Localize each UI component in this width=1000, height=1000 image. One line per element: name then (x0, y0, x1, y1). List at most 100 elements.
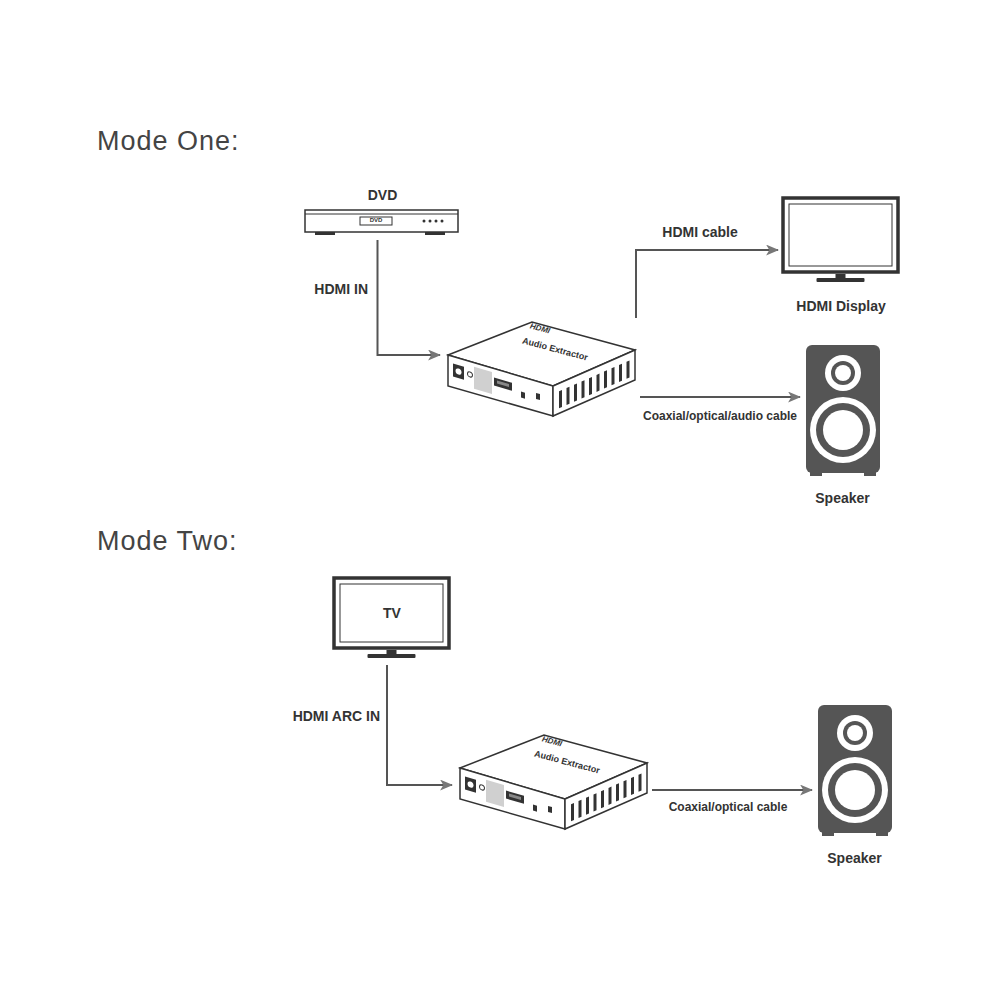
switch (548, 806, 552, 813)
vent-slot (571, 803, 574, 821)
cable-label: Coaxial/optical/audio cable (641, 409, 799, 423)
cable-connector (640, 396, 800, 398)
cable-label: HDMI ARC IN (291, 708, 382, 724)
mode-heading: Mode Two: (97, 526, 238, 557)
housing-side (553, 350, 635, 416)
vent-slot (589, 377, 592, 395)
led (480, 784, 485, 790)
switch (536, 393, 540, 400)
player-edge (305, 214, 458, 215)
woofer-cone (828, 763, 882, 817)
audio-extractor: HDMIAudio Extractor (452, 731, 650, 831)
tweeter-cap (835, 365, 851, 381)
power-jack (453, 363, 464, 379)
port-plate (474, 367, 492, 394)
front-panel (465, 773, 552, 821)
vent-slot (601, 790, 604, 808)
button-dot (435, 220, 438, 223)
speaker-foot (864, 471, 876, 476)
speaker: Speaker (812, 705, 897, 870)
cable-connector (652, 789, 812, 791)
cable-label: HDMI cable (660, 224, 739, 240)
power-hole (468, 781, 474, 789)
audio-extractor: HDMIAudio Extractor (440, 318, 638, 418)
front-panel (453, 360, 540, 408)
vent-slot (567, 387, 570, 405)
vent-slot (612, 367, 615, 385)
device-label: Speaker (800, 490, 885, 506)
speaker-illustration (800, 345, 885, 510)
speaker-illustration (812, 705, 897, 870)
tweeter-cone (831, 361, 855, 385)
stand-base (817, 278, 865, 282)
woofer-cap (835, 770, 875, 810)
hdmi-port (506, 791, 524, 804)
disc-tray (360, 217, 392, 225)
tweeter-ring (837, 715, 873, 751)
tweeter-cone (843, 721, 867, 745)
vent-slot (624, 780, 627, 798)
vent-slot (582, 380, 585, 398)
led (468, 371, 473, 377)
player-foot (425, 232, 445, 235)
button-dot (441, 220, 444, 223)
power-hole (456, 368, 462, 376)
button-dot (423, 220, 426, 223)
side-vents (559, 360, 630, 408)
screen-frame (783, 198, 898, 272)
screen-panel (789, 204, 892, 266)
vent-slot (627, 360, 630, 378)
woofer-cap (823, 410, 863, 450)
housing-front (448, 355, 553, 416)
vent-slot (616, 783, 619, 801)
woofer-ring (822, 757, 888, 823)
player-foot (315, 232, 335, 235)
cable-label: Coaxial/optical cable (667, 800, 790, 814)
vent-slot (574, 383, 577, 401)
cable-connector (636, 250, 778, 318)
button-dot (429, 220, 432, 223)
tray-marking: DVD (360, 217, 392, 224)
vent-slot (604, 370, 607, 388)
vent-slot (559, 390, 562, 408)
speaker-body (806, 345, 880, 473)
tv-set: TV (330, 575, 454, 665)
hdmi-slot (497, 380, 509, 387)
device-label: DVD (300, 187, 465, 203)
side-vents (571, 773, 642, 821)
vent-slot (609, 787, 612, 805)
vent-slot (619, 364, 622, 382)
speaker-foot (822, 831, 834, 836)
housing-front (460, 768, 565, 829)
speaker: Speaker (800, 345, 885, 510)
speaker-foot (810, 471, 822, 476)
hdmi-display: HDMI Display (778, 195, 904, 320)
power-jack (465, 776, 476, 792)
stand-base (368, 654, 416, 658)
vent-slot (639, 773, 642, 791)
hdmi-port (494, 378, 512, 391)
device-label: Speaker (812, 850, 897, 866)
cable-connector (378, 240, 441, 355)
speaker-foot (876, 831, 888, 836)
dvd-player: DVD DVD (300, 185, 465, 240)
tweeter-cap (847, 725, 863, 741)
tweeter-ring (825, 355, 861, 391)
housing-side (565, 763, 647, 829)
hdmi-slot (509, 793, 521, 800)
vent-slot (597, 374, 600, 392)
device-label: HDMI Display (778, 298, 904, 314)
woofer-ring (810, 397, 876, 463)
port-plate (486, 780, 504, 807)
cable-label: HDMI IN (312, 281, 370, 297)
cable-connector (387, 665, 452, 785)
woofer-cone (816, 403, 870, 457)
player-body (305, 210, 458, 232)
switch (521, 391, 525, 398)
switch (533, 804, 537, 811)
vent-slot (579, 800, 582, 818)
vent-slot (594, 793, 597, 811)
mode-heading: Mode One: (97, 126, 240, 157)
vent-slot (631, 777, 634, 795)
